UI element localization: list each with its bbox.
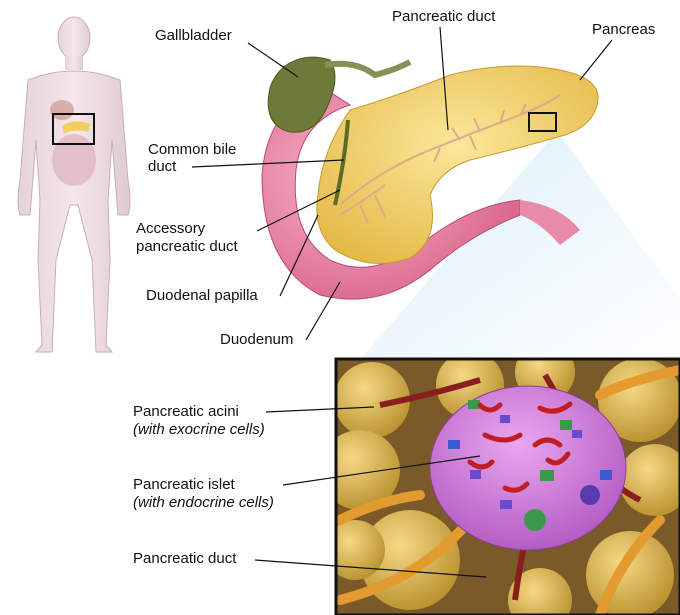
label-common-bile-duct-line1: Common bile [148,141,236,159]
label-pancreatic-duct-top: Pancreatic duct [392,8,495,26]
label-pancreatic-acini: Pancreatic acini [133,403,239,421]
leader-pancreas [580,40,612,80]
inset-microscopy-view [320,342,680,615]
label-gallbladder: Gallbladder [155,27,232,45]
gallbladder-shape [268,57,335,132]
label-duodenal-papilla: Duodenal papilla [146,287,258,305]
label-acini-note: (with exocrine cells) [133,421,265,439]
label-accessory-duct-line1: Accessory [136,220,205,238]
label-common-bile-duct-line2: duct [148,158,176,176]
label-pancreas: Pancreas [592,21,655,39]
label-duodenum: Duodenum [220,331,293,349]
leader-gallbladder [248,43,298,77]
label-pancreatic-duct-bottom: Pancreatic duct [133,550,236,568]
human-body-figure [18,17,130,352]
label-pancreatic-islet: Pancreatic islet [133,476,235,494]
label-accessory-duct-line2: pancreatic duct [136,238,238,256]
label-islet-note: (with endocrine cells) [133,494,274,512]
bile-duct-tract [325,62,410,75]
